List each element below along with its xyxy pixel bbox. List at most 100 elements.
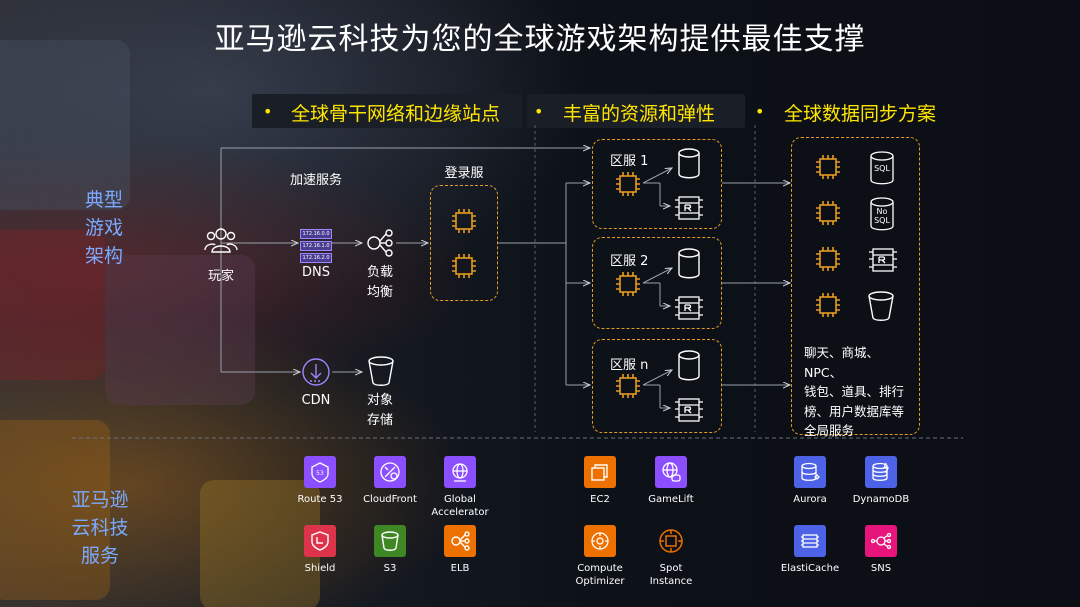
heading-backbone: 全球骨干网络和边缘站点 xyxy=(291,103,501,125)
service-name: EC2 xyxy=(590,494,610,505)
background-panel xyxy=(0,40,130,210)
cdn-icon xyxy=(301,357,331,391)
service-route53[interactable]: 53 Route 53 xyxy=(282,456,358,506)
ec2-icon xyxy=(584,456,616,488)
bucket-icon xyxy=(866,290,896,326)
service-name: Shield xyxy=(304,563,336,574)
service-compute-optimizer[interactable]: Compute Optimizer xyxy=(562,525,638,588)
global-accelerator-icon xyxy=(444,456,476,488)
storage-label: 对象 存储 xyxy=(366,393,393,428)
page-title: 亚马逊云科技为您的全球游戏架构提供最佳支撑 xyxy=(214,22,866,57)
aurora-icon xyxy=(794,456,826,488)
service-name: Global Accelerator xyxy=(431,494,489,518)
heading-box xyxy=(527,94,745,128)
spot-instance-icon xyxy=(655,525,687,557)
sql-database-icon: SQL xyxy=(868,151,896,185)
service-name: GameLift xyxy=(648,494,694,505)
chip-icon xyxy=(813,152,843,186)
nosql-database-icon: No SQL xyxy=(868,197,896,231)
service-name: CloudFront xyxy=(363,494,417,505)
bullet: • xyxy=(263,102,273,121)
cloudfront-icon xyxy=(374,456,406,488)
chip-icon xyxy=(813,244,843,278)
cache-icon xyxy=(673,193,705,227)
service-global-accelerator[interactable]: Global Accelerator xyxy=(422,456,498,519)
service-spot-instance[interactable]: Spot Instance xyxy=(633,525,709,588)
service-sns[interactable]: SNS xyxy=(843,525,919,575)
service-shield[interactable]: Shield xyxy=(282,525,358,575)
background-panel xyxy=(0,420,110,600)
players-icon xyxy=(204,224,238,262)
chip-icon xyxy=(613,169,643,203)
gamelift-icon xyxy=(655,456,687,488)
database-icon xyxy=(676,350,702,386)
elb-icon xyxy=(444,525,476,557)
route53-icon: 53 xyxy=(304,456,336,488)
chip-icon xyxy=(813,290,843,324)
accel-label: 加速服务 xyxy=(289,173,342,188)
dns-icon: 172.16.0.0 172.16.1.0 172.16.2.0 xyxy=(300,229,332,263)
chip-icon xyxy=(613,371,643,405)
global-services-box xyxy=(791,137,920,435)
service-name: SNS xyxy=(870,563,892,574)
dns-label: DNS xyxy=(302,265,330,280)
service-name: ElastiCache xyxy=(780,563,840,574)
heading-box xyxy=(252,94,522,128)
service-name: Aurora xyxy=(793,494,827,505)
bullet: • xyxy=(755,102,765,121)
region-2-label: 区服 2 xyxy=(610,254,649,269)
elasticache-icon xyxy=(794,525,826,557)
side-label-architecture: 典型 游戏 架构 xyxy=(84,189,123,267)
load-balancer-label: 负载 均衡 xyxy=(366,265,393,300)
service-s3[interactable]: S3 xyxy=(352,525,428,575)
chip-icon xyxy=(813,198,843,232)
cache-icon xyxy=(867,245,899,279)
region-n-label: 区服 n xyxy=(610,358,649,373)
dynamodb-icon xyxy=(865,456,897,488)
chip-icon xyxy=(613,269,643,303)
service-name: Compute Optimizer xyxy=(575,563,625,587)
players-label: 玩家 xyxy=(207,269,234,284)
shield-icon xyxy=(304,525,336,557)
service-aurora[interactable]: Aurora xyxy=(772,456,848,506)
cache-icon xyxy=(673,395,705,429)
service-name: DynamoDB xyxy=(852,494,910,505)
login-server-group xyxy=(430,185,498,301)
sns-icon xyxy=(865,525,897,557)
service-name: Route 53 xyxy=(297,494,343,505)
heading-data-sync: 全球数据同步方案 xyxy=(784,103,937,125)
database-icon xyxy=(676,148,702,184)
service-name: Spot Instance xyxy=(649,563,693,587)
side-label-services: 亚马逊 云科技 服务 xyxy=(71,489,129,567)
bucket-icon xyxy=(366,355,396,391)
load-balancer-icon xyxy=(364,229,394,261)
region-n-box xyxy=(592,339,722,433)
background-panel xyxy=(0,230,105,380)
global-services-note: 聊天、商城、NPC、 钱包、道具、排行 榜、用户数据库等 全局服务 xyxy=(804,345,905,438)
s3-bucket-icon xyxy=(374,525,406,557)
service-elb[interactable]: ELB xyxy=(422,525,498,575)
service-elasticache[interactable]: ElastiCache xyxy=(772,525,848,575)
background-panel xyxy=(200,480,320,607)
cdn-label: CDN xyxy=(301,393,331,408)
background-panel xyxy=(105,255,255,405)
service-gamelift[interactable]: GameLift xyxy=(633,456,709,506)
bullet: • xyxy=(534,102,544,121)
service-name: ELB xyxy=(450,563,470,574)
service-name: S3 xyxy=(383,563,397,574)
service-cloudfront[interactable]: CloudFront xyxy=(352,456,428,506)
login-label: 登录服 xyxy=(444,166,484,181)
region-1-box xyxy=(592,139,722,229)
service-ec2[interactable]: EC2 xyxy=(562,456,638,506)
cache-icon xyxy=(673,293,705,327)
heading-resources: 丰富的资源和弹性 xyxy=(563,103,716,125)
database-icon xyxy=(676,248,702,284)
svg-text:53: 53 xyxy=(316,470,324,477)
chip-icon xyxy=(449,206,479,240)
chip-icon xyxy=(449,251,479,285)
region-2-box xyxy=(592,237,722,329)
compute-optimizer-icon xyxy=(584,525,616,557)
region-1-label: 区服 1 xyxy=(610,154,649,169)
service-dynamodb[interactable]: DynamoDB xyxy=(843,456,919,506)
